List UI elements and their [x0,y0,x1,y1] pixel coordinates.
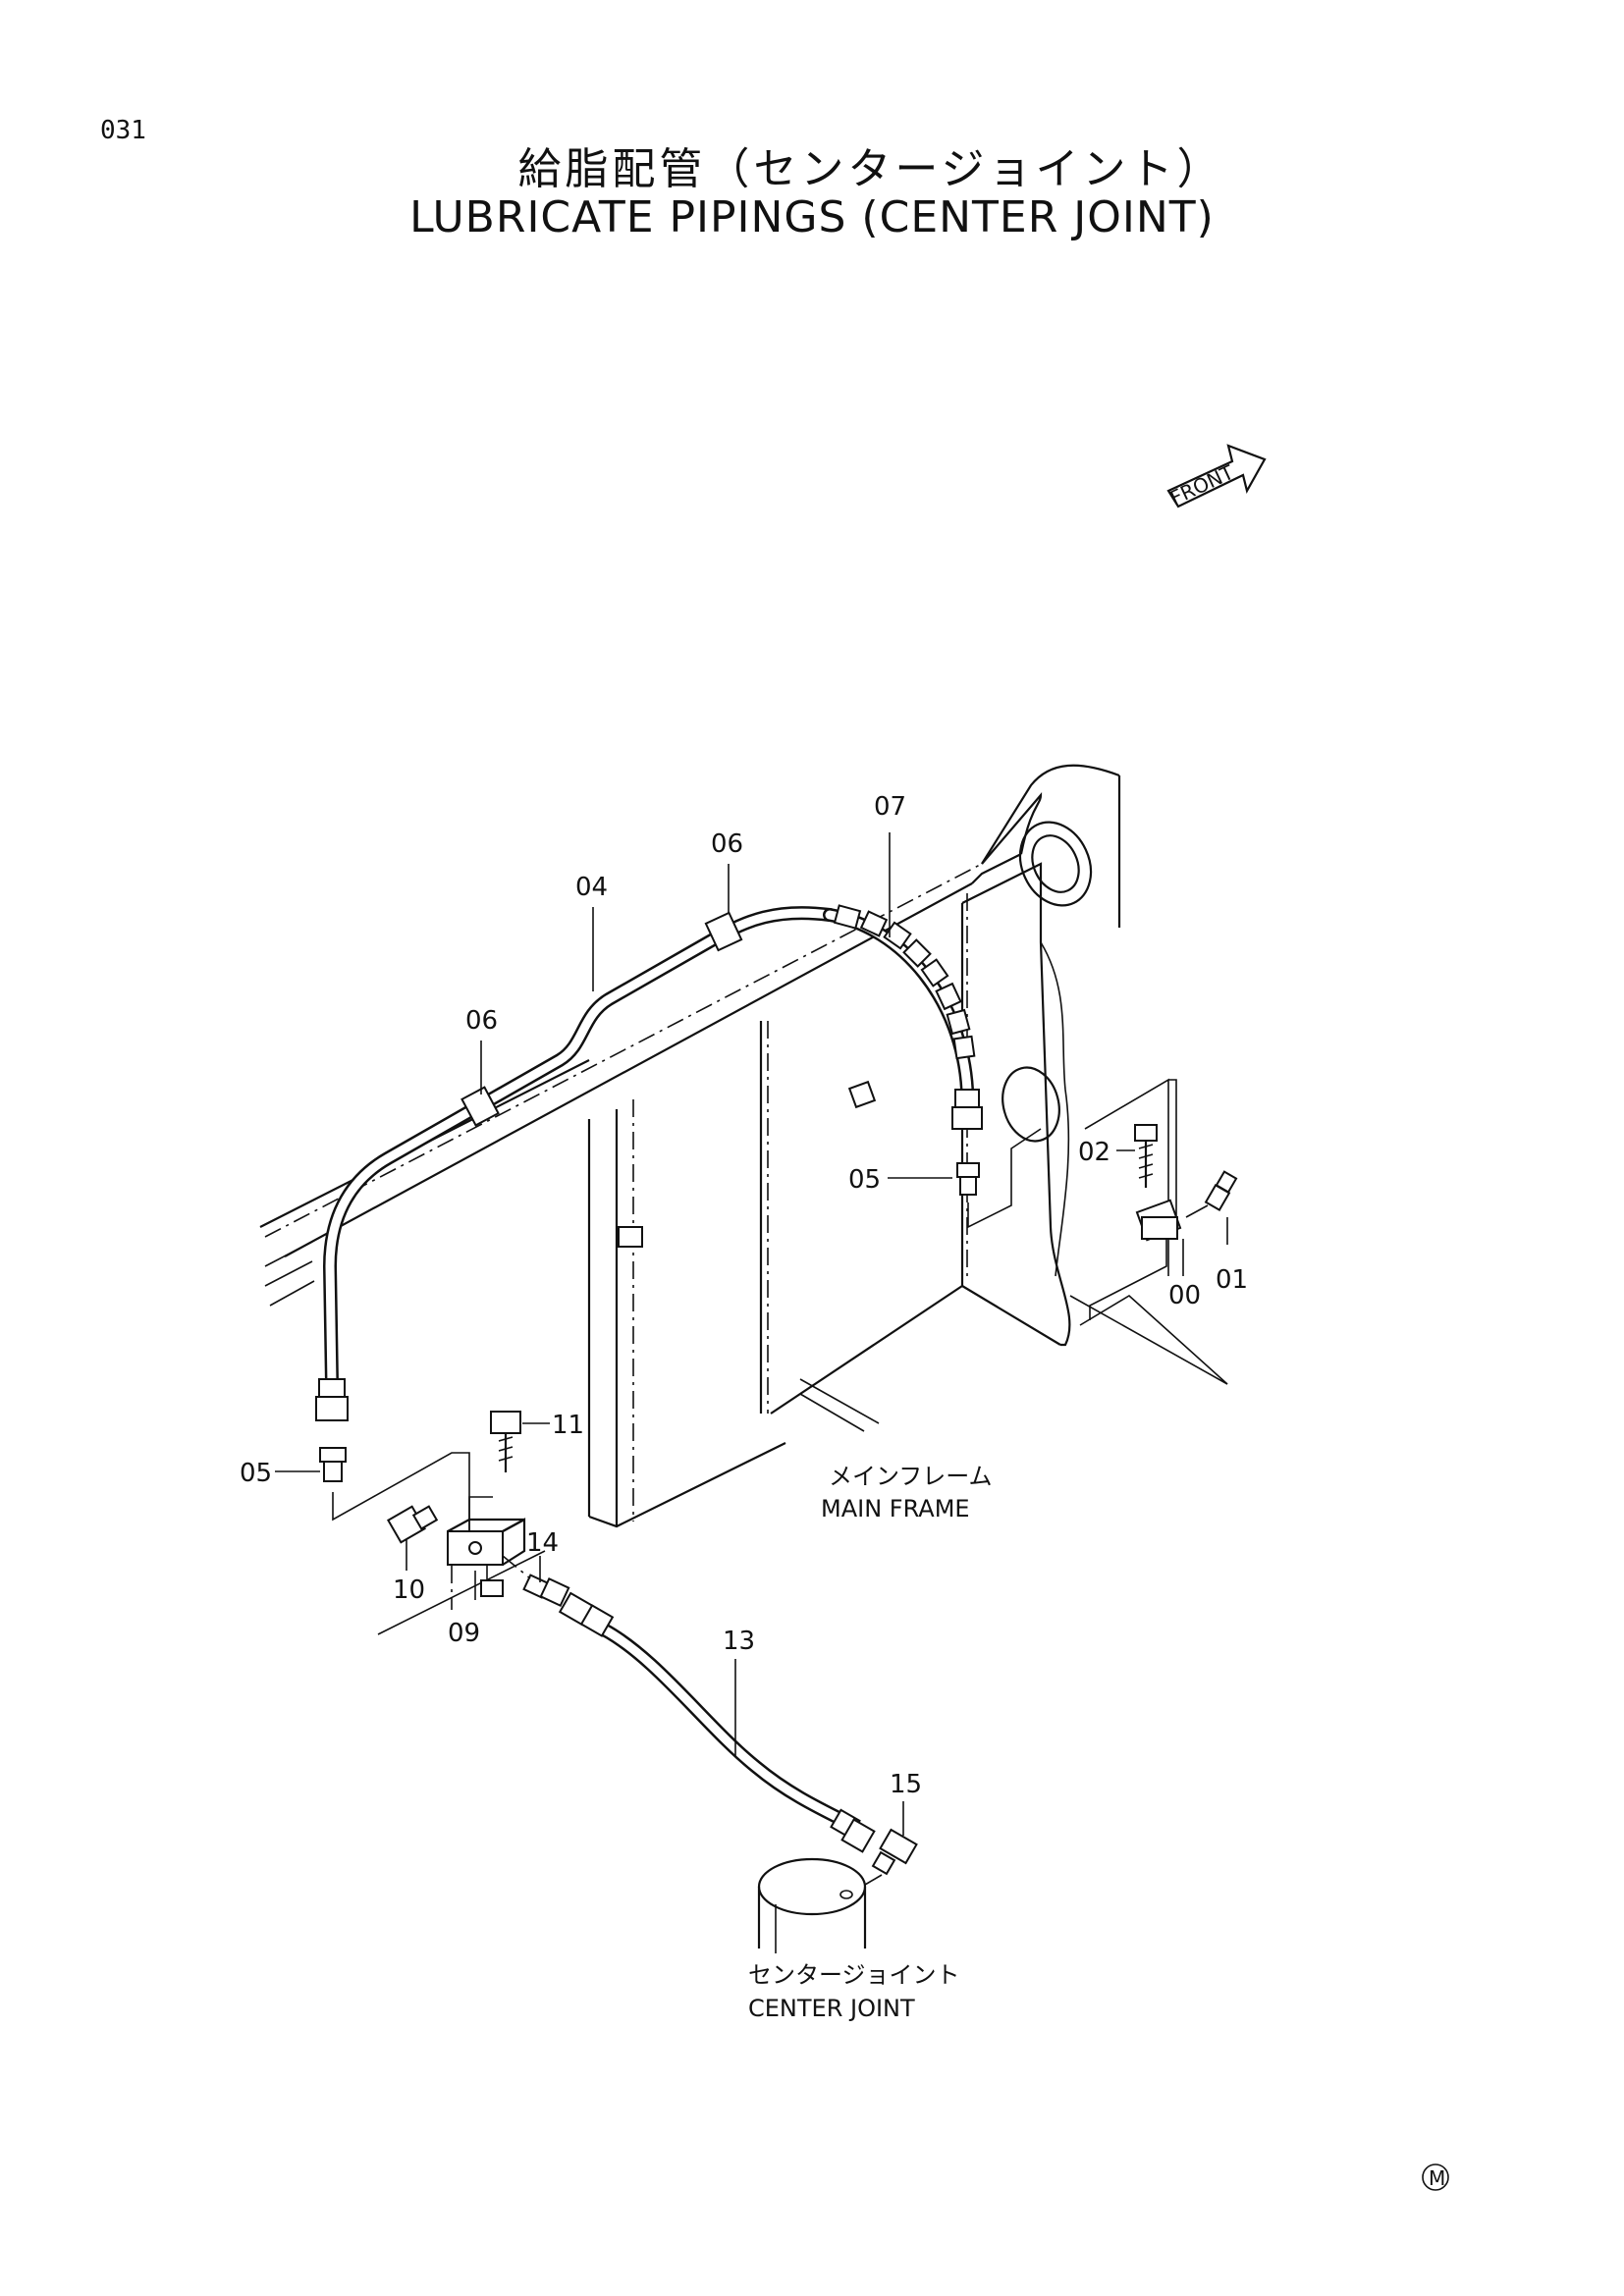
callout-13: 13 [723,1627,755,1656]
front-label: FRONT [1166,460,1238,510]
main-frame-label-en: MAIN FRAME [821,1495,970,1522]
front-arrow-icon: FRONT [1166,444,1267,510]
leader-lines [275,832,1228,1836]
callout-04: 04 [575,873,608,902]
callout-07: 07 [874,792,906,822]
page-title-english: LUBRICATE PIPINGS (CENTER JOINT) [409,192,1215,242]
mark-letter: M [1429,2166,1445,2190]
callout-06-upper: 06 [711,829,743,859]
center-joint-label-en: CENTER JOINT [748,1995,915,2022]
callout-01: 01 [1216,1265,1248,1295]
callout-05-right: 05 [848,1165,881,1195]
callout-02: 02 [1078,1138,1110,1167]
block-09-assembly [387,1411,570,1610]
lubrication-pipe-upper [315,904,983,1421]
center-joint-label-jp: センタージョイント [748,1961,960,1989]
circled-m-mark: M [1422,2163,1449,2191]
main-frame-drawing [259,764,1228,1635]
block-00-assembly [1089,1079,1238,1320]
center-joint-drawing [757,1857,883,1953]
lubrication-hose-lower [558,1591,918,1876]
callout-numbers: 07 06 04 06 05 02 01 00 11 05 14 10 09 1… [240,792,1248,1799]
callout-05-left: 05 [240,1459,272,1488]
page-number: 031 [100,116,146,145]
callout-09: 09 [448,1619,480,1648]
callout-00: 00 [1168,1281,1201,1310]
callout-06-lower: 06 [465,1006,498,1036]
callout-10: 10 [393,1575,425,1605]
flexible-hose-segments [833,904,976,1060]
callout-14: 14 [526,1528,559,1558]
callout-15: 15 [890,1770,922,1799]
adapter-05-left [319,1447,470,1531]
main-frame-label-jp: メインフレーム [829,1463,993,1490]
callout-11: 11 [552,1411,584,1440]
page-title-japanese: 給脂配管（センタージョイント） [517,144,1224,194]
adapter-05-right [956,1128,1042,1229]
